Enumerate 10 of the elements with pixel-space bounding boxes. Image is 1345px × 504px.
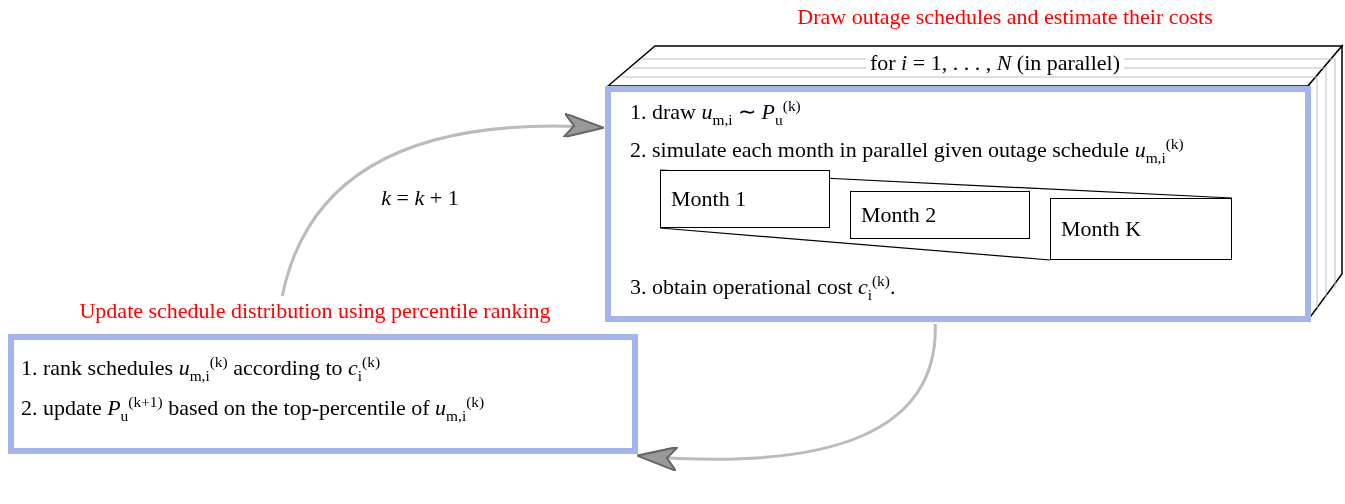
month-box: Month K — [1050, 198, 1232, 260]
perspective-line — [659, 227, 1051, 261]
month-box: Month 2 — [850, 191, 1030, 239]
section-heading: Update schedule distribution using percentile ranking — [79, 298, 551, 325]
curved-arrow — [636, 323, 937, 472]
curved-arrow — [280, 113, 605, 297]
perspective-line — [659, 169, 1233, 199]
section-heading: Draw outage schedules and estimate their costs — [797, 4, 1213, 31]
month-box: Month 1 — [660, 170, 830, 228]
step-text: 3. obtain operational cost c$_{i}$$^{(k)}$. — [630, 272, 896, 305]
